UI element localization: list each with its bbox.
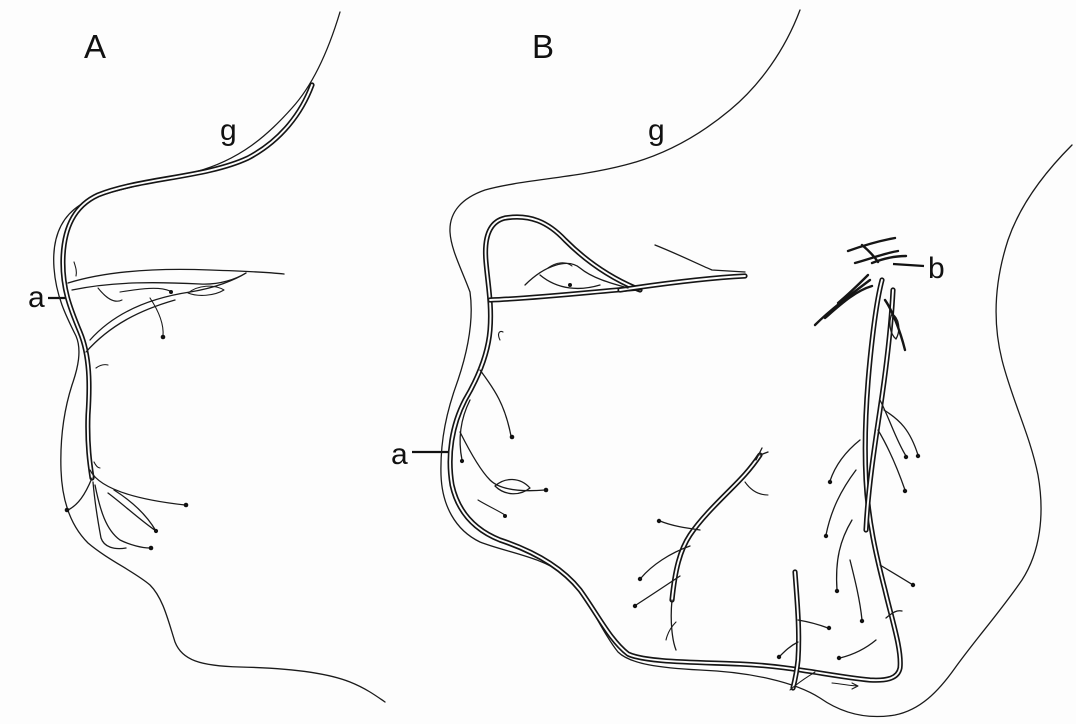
panel-a-g-label: g xyxy=(220,114,237,147)
panel-b-b-leader-line xyxy=(893,264,924,266)
panel-b-top-loop-branches xyxy=(499,245,745,340)
panel-b-g-label: g xyxy=(648,114,665,147)
panel-b-left-branches xyxy=(460,370,548,518)
panel-a-vessel xyxy=(63,85,312,478)
panel-a: A g a xyxy=(28,12,385,702)
panel-b-middle-branch xyxy=(633,448,768,650)
panel-b-label: B xyxy=(532,28,554,65)
panel-a-a-label: a xyxy=(28,281,45,314)
panel-b-b-label: b xyxy=(928,252,945,285)
panel-b-outline xyxy=(441,10,1072,716)
panel-b: B g a b xyxy=(391,10,1072,716)
panel-b-a-label: a xyxy=(391,438,408,471)
panel-b-main-vessel xyxy=(450,217,900,680)
panel-a-upper-branches xyxy=(68,262,284,368)
panel-a-label: A xyxy=(84,28,106,65)
